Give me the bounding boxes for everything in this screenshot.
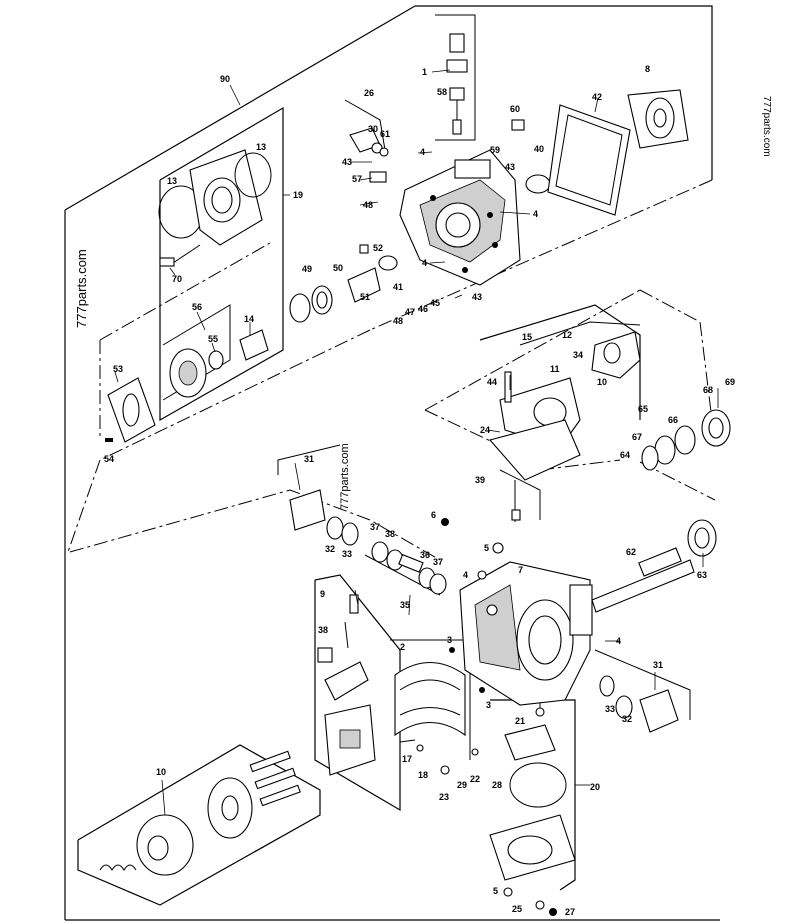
label-12: 12	[562, 330, 572, 340]
label-33: 33	[342, 549, 352, 559]
label-39: 39	[475, 475, 485, 485]
label-44: 44	[487, 377, 497, 387]
label-53: 53	[113, 364, 123, 374]
left-upper-group	[105, 149, 272, 443]
label-31: 31	[653, 660, 663, 670]
label-43: 43	[505, 162, 515, 172]
label-58: 58	[437, 87, 447, 97]
label-22: 22	[470, 774, 480, 784]
label-52: 52	[373, 243, 383, 253]
label-48: 48	[363, 200, 373, 210]
label-13: 13	[256, 142, 266, 152]
watermark-center: 777parts.com	[339, 443, 351, 510]
label-49: 49	[302, 264, 312, 274]
label-19: 19	[293, 190, 303, 200]
label-36: 36	[420, 550, 430, 560]
label-31: 31	[304, 454, 314, 464]
label-27: 27	[565, 907, 575, 917]
label-50: 50	[333, 263, 343, 273]
label-59: 59	[490, 145, 500, 155]
label-70: 70	[172, 274, 182, 284]
label-63: 63	[697, 570, 707, 580]
label-57: 57	[352, 174, 362, 184]
label-9: 9	[320, 589, 325, 599]
label-28: 28	[492, 780, 502, 790]
label-37: 37	[370, 522, 380, 532]
label-32: 32	[622, 714, 632, 724]
label-5: 5	[493, 886, 498, 896]
label-2: 2	[400, 642, 405, 652]
label-18: 18	[418, 770, 428, 780]
watermarks: 777parts.com 777parts.com 777parts.com	[74, 96, 772, 510]
label-6: 6	[431, 510, 436, 520]
label-8: 8	[645, 64, 650, 74]
part-labels: 1 58 26 30 61 43 57 48 4 59 43 60 42 8 4…	[104, 64, 735, 917]
label-40: 40	[534, 144, 544, 154]
label-38: 38	[318, 625, 328, 635]
label-56: 56	[192, 302, 202, 312]
label-4: 4	[533, 209, 538, 219]
label-65: 65	[638, 404, 648, 414]
label-46: 46	[418, 304, 428, 314]
label-67: 67	[632, 432, 642, 442]
label-23: 23	[439, 792, 449, 802]
label-4: 4	[420, 147, 425, 157]
label-47: 47	[405, 307, 415, 317]
label-14: 14	[244, 314, 254, 324]
label-55: 55	[208, 334, 218, 344]
label-51: 51	[360, 292, 370, 302]
label-61: 61	[380, 129, 390, 139]
label-68: 68	[703, 385, 713, 395]
label-29: 29	[457, 780, 467, 790]
label-35: 35	[400, 600, 410, 610]
label-69: 69	[725, 377, 735, 387]
label-32: 32	[325, 544, 335, 554]
label-11: 11	[550, 364, 560, 374]
label-33: 33	[605, 704, 615, 714]
watermark-left: 777parts.com	[74, 249, 89, 328]
label-20: 20	[590, 782, 600, 792]
label-1: 1	[422, 67, 427, 77]
label-24: 24	[480, 425, 490, 435]
label-42: 42	[592, 92, 602, 102]
control-valve-group	[489, 331, 731, 522]
label-7: 7	[518, 565, 523, 575]
label-54: 54	[104, 454, 114, 464]
leader-lines	[114, 69, 719, 816]
label-21: 21	[515, 716, 525, 726]
label-43: 43	[472, 292, 482, 302]
label-3: 3	[447, 635, 452, 645]
label-10: 10	[156, 767, 166, 777]
label-25: 25	[512, 904, 522, 914]
label-13: 13	[167, 176, 177, 186]
label-60: 60	[510, 104, 520, 114]
frame-lines	[64, 5, 720, 921]
label-3: 3	[486, 700, 491, 710]
label-62: 62	[626, 547, 636, 557]
label-38: 38	[385, 529, 395, 539]
label-26: 26	[364, 88, 374, 98]
label-34: 34	[573, 350, 583, 360]
label-15: 15	[522, 332, 532, 342]
label-64: 64	[620, 450, 630, 460]
upper-housing	[289, 33, 689, 323]
watermark-right: 777parts.com	[761, 96, 772, 157]
label-5: 5	[484, 543, 489, 553]
label-48: 48	[393, 316, 403, 326]
label-45: 45	[430, 298, 440, 308]
label-10: 10	[597, 377, 607, 387]
lower-housing	[99, 489, 717, 916]
label-17: 17	[402, 754, 412, 764]
label-37: 37	[433, 557, 443, 567]
label-66: 66	[668, 415, 678, 425]
label-4: 4	[616, 636, 621, 646]
label-41: 41	[393, 282, 403, 292]
label-4: 4	[463, 570, 468, 580]
label-43: 43	[342, 157, 352, 167]
label-4: 4	[422, 258, 427, 268]
label-30: 30	[368, 124, 378, 134]
label-90: 90	[220, 74, 230, 84]
